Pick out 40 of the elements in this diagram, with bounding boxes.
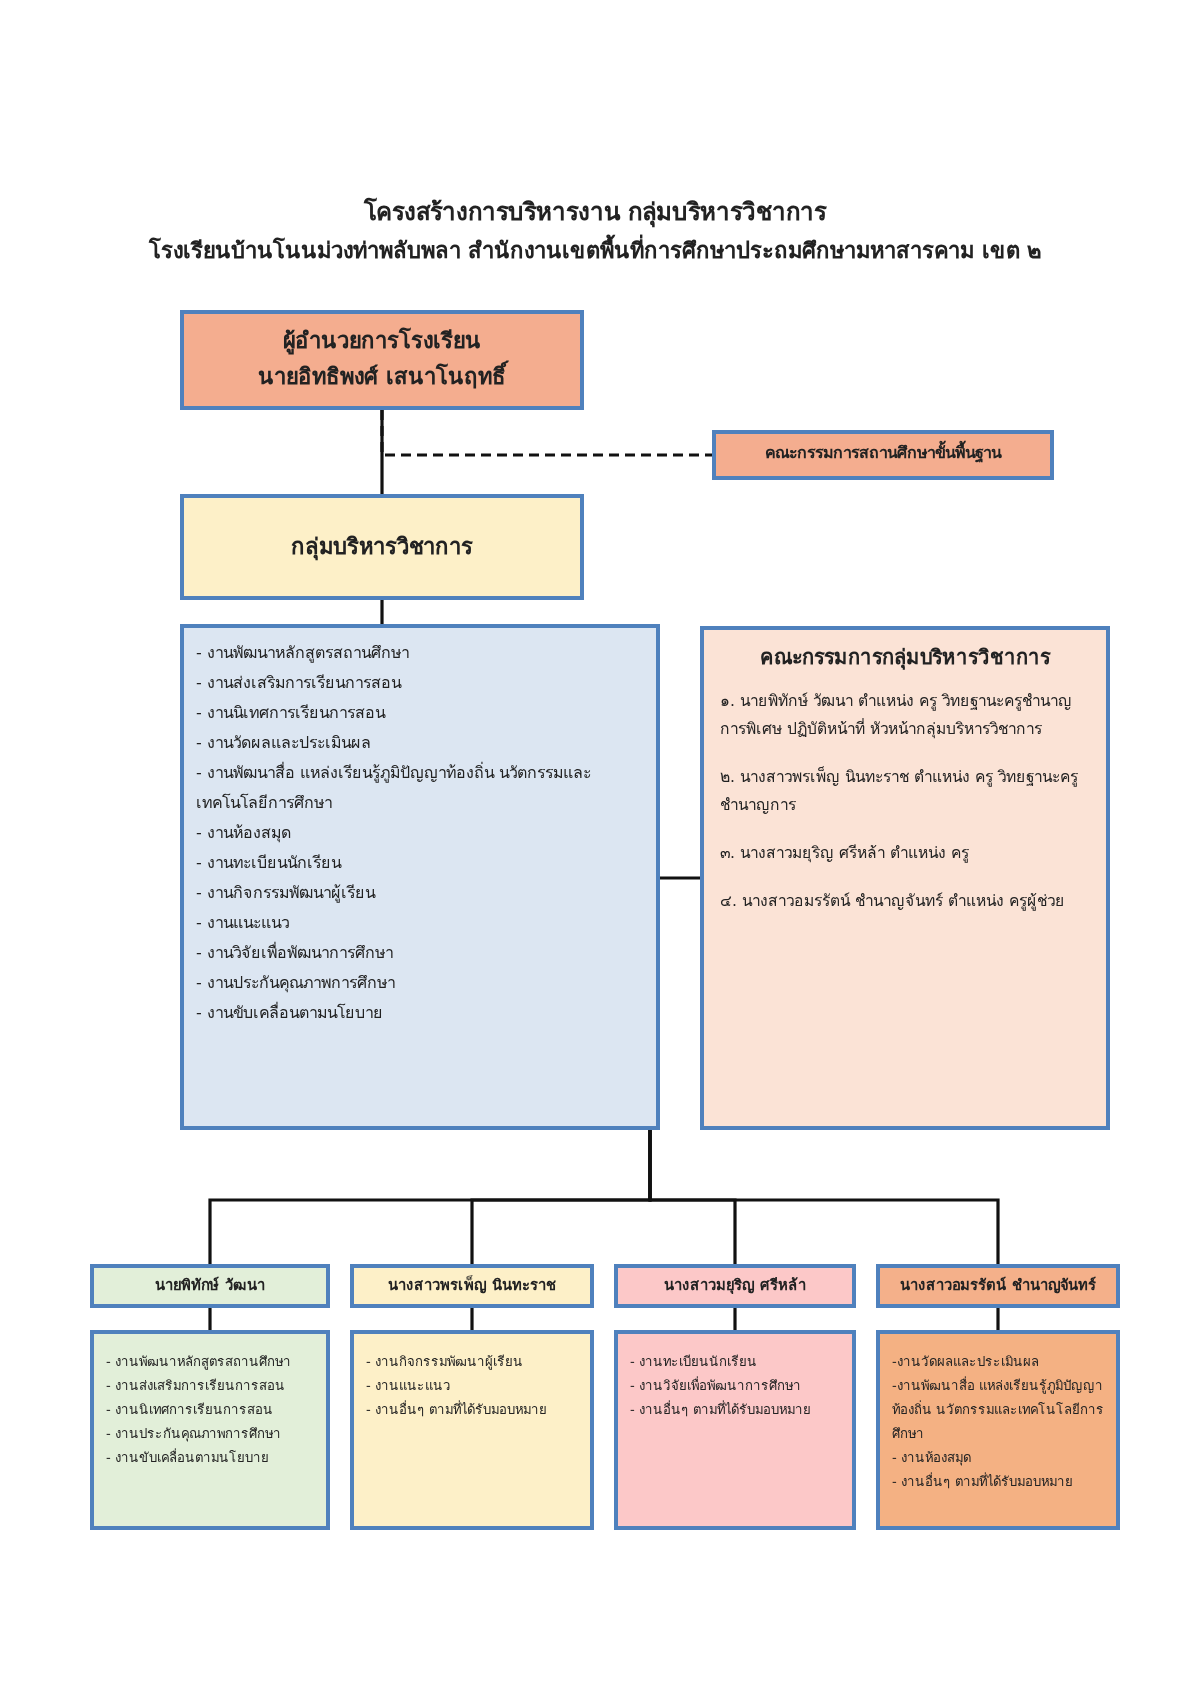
task-item: - งานทะเบียนนักเรียน [196, 852, 344, 876]
box-heading: นายอิทธิพงศ์ เสนาโนฤทธิ์ [258, 360, 506, 394]
title-box [180, 494, 584, 600]
task-list-box [90, 1330, 330, 1530]
title-box [350, 1264, 594, 1308]
connector-line [660, 876, 700, 880]
title-box [876, 1264, 1120, 1308]
task-list-box [876, 1330, 1120, 1530]
dashed-connector [380, 410, 712, 457]
task-list-box [614, 1330, 856, 1530]
title-box [712, 430, 1054, 480]
task-item: - งานวัดผลและประเมินผล [196, 732, 373, 756]
box-heading: กลุ่มบริหารวิชาการ [291, 531, 473, 565]
task-item: - งานแนะแนว [196, 912, 291, 936]
connector-line [648, 1130, 1000, 1264]
task-item: - งานประกันคุณภาพการศึกษา [196, 972, 397, 997]
connector-line [380, 600, 384, 624]
subtitle-text: โรงเรียนบ้านโนนม่วงท่าพลับพลา สำนักงานเขตพื้นที่การศึกษาประถมศึกษามหาสารคาม เขต ๒ [146, 232, 1044, 268]
title-text: โครงสร้างการบริหารงาน กลุ่มบริหารวิชาการ [361, 195, 829, 230]
title-box [180, 310, 584, 410]
task-item: - งานพัฒนาหลักสูตรสถานศึกษา [196, 642, 411, 667]
task-list-box [180, 624, 660, 1130]
title-box [614, 1264, 856, 1308]
committee-heading: คณะกรรมการกลุ่มบริหารวิชาการ [758, 645, 1053, 672]
task-item: - งานกิจกรรมพัฒนาผู้เรียน [196, 882, 378, 907]
title-box [90, 1264, 330, 1308]
connector-line [996, 1308, 1000, 1330]
committee-box [700, 626, 1110, 1130]
task-item: - งานวิจัยเพื่อพัฒนาการศึกษา [196, 940, 395, 966]
connector-line [208, 1308, 212, 1330]
task-item: - งานพัฒนาสื่อ แหล่งเรียนรู้ภูมิปัญญาท้องถิ่น นวัตกรรมและเทคโนโลยีการศึกษา [196, 760, 594, 816]
task-item: - งานขับเคลื่อนตามนโยบาย [196, 1000, 385, 1026]
box-heading: คณะกรรมการสถานศึกษาขั้นพื้นฐาน [765, 442, 1001, 467]
connector-line [733, 1308, 737, 1330]
task-item: - งานนิเทศการเรียนการสอน [196, 702, 388, 726]
task-list-box [350, 1330, 594, 1530]
connector-line [470, 1308, 474, 1330]
box-heading: ผู้อำนวยการโรงเรียน [283, 325, 481, 359]
task-item: - งานห้องสมุด [196, 822, 293, 847]
task-item: - งานส่งเสริมการเรียนการสอน [196, 672, 404, 696]
